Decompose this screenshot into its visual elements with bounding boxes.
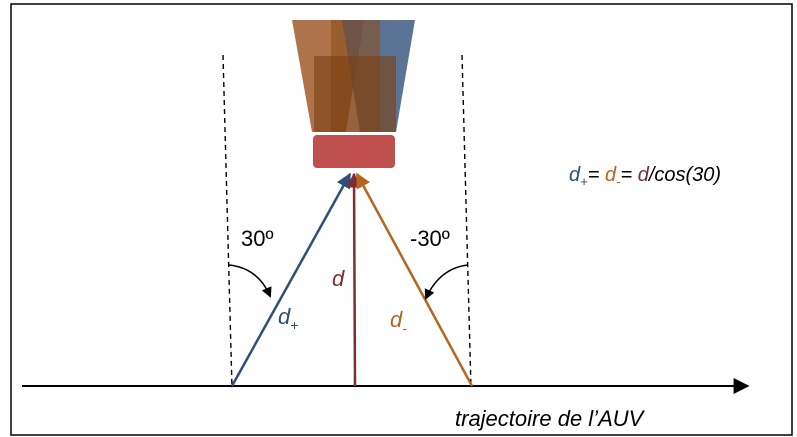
sonar-device: [292, 20, 415, 168]
trajectory-axis-label: trajectoire de l’AUV: [455, 406, 646, 431]
d-plus-vector: [230, 172, 352, 387]
angle-negative-label: -30º: [410, 226, 450, 251]
right-reference-line: [461, 54, 472, 389]
angle-positive-label: 30º: [241, 226, 274, 251]
range-equation: d+= d-= d/cos(30): [569, 164, 721, 189]
d-plus-label: d+: [278, 304, 298, 333]
d-center-vector: [346, 172, 362, 387]
angle-arc-positive: [228, 264, 272, 298]
angle-arc-negative: [424, 264, 469, 300]
beam-center: [314, 56, 396, 132]
outer-frame: [10, 3, 793, 436]
d-minus-vector: [355, 172, 474, 387]
d-minus-label: d-: [390, 307, 407, 336]
device-body: [313, 135, 395, 168]
d-center-label: d: [332, 266, 345, 291]
left-reference-line: [222, 54, 233, 389]
